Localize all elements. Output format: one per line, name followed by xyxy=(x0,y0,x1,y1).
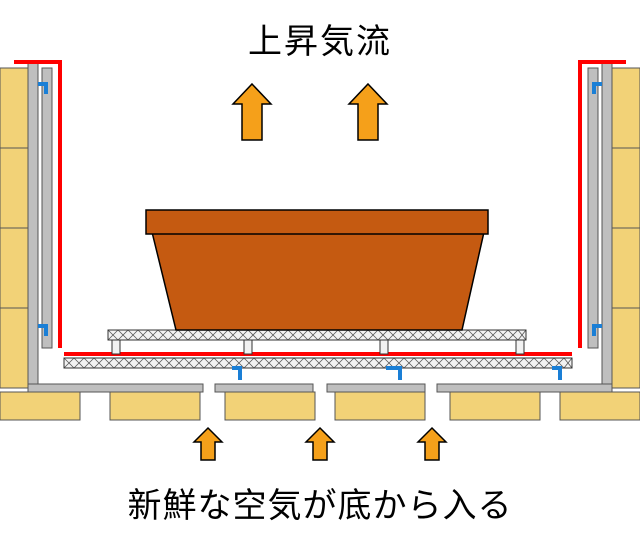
right-brick-wall xyxy=(559,67,640,421)
bottom-bricks xyxy=(109,391,541,421)
intake-arrow xyxy=(416,426,448,461)
updraft-arrows xyxy=(231,82,389,141)
fresh-air-label: 新鮮な空気が底から入る xyxy=(127,486,513,526)
updraft-arrow xyxy=(231,82,273,141)
intake-arrow xyxy=(192,426,224,461)
heat-lines xyxy=(14,60,626,356)
updraft-label: 上昇気流 xyxy=(248,22,392,62)
upper-lattice-shelf xyxy=(107,329,527,355)
base-rails xyxy=(27,383,613,393)
mounting-clips xyxy=(38,82,602,380)
plant-pot xyxy=(145,209,489,331)
intake-arrow xyxy=(304,426,336,461)
lower-lattice-shelf xyxy=(63,357,573,369)
left-frame xyxy=(27,61,53,385)
left-brick-wall xyxy=(0,67,81,421)
right-frame xyxy=(587,61,613,385)
updraft-arrow xyxy=(347,82,389,141)
intake-arrows xyxy=(192,426,448,461)
